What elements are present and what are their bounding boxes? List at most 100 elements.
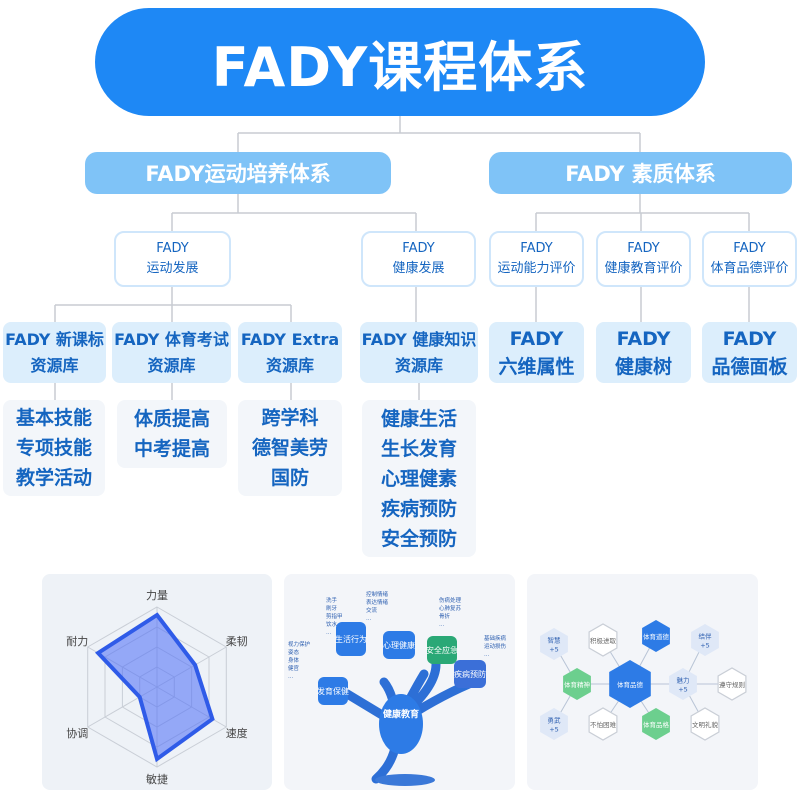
moral-eval-line1: FADY [733, 241, 766, 256]
tree-note: 骨折 [439, 612, 451, 620]
health-tree-graphic: 健康教育 生活行为 心理健康 安全应急 疾病预防 发育保健 洗手 刷牙 剪指甲 … [288, 590, 507, 786]
health-knowledge-line1: FADY 健康知识 [361, 329, 477, 349]
moral-hex-label: 不怕困难 [590, 720, 617, 729]
moral-hex [563, 668, 591, 700]
moral-hex-label: 积极进取 [590, 636, 617, 645]
moral-hex [642, 708, 670, 740]
page-title: FADY课程体系 [95, 8, 705, 116]
moral-board-line2: 品德面板 [711, 355, 788, 378]
tree-node-label: 安全应急 [426, 645, 458, 655]
radar-labels: 力量 柔韧 速度 敏捷 协调 耐力 [66, 589, 247, 786]
quality-system-pill: FADY 素质体系 [489, 152, 792, 194]
moral-board-line1: FADY [722, 327, 777, 350]
list-item: 德智美劳 [251, 437, 328, 459]
tree-note: 心肺复苏 [439, 604, 462, 612]
moral-eval-line2: 体育品德评价 [710, 261, 789, 276]
radar-axis-label: 力量 [146, 589, 168, 602]
health-tree-line1: FADY [616, 327, 671, 350]
sport-dev-line1: FADY [156, 241, 189, 256]
moral-hex-label: 魅力 [677, 676, 690, 685]
moral-hex-label: +5 [678, 686, 688, 694]
moral-hex [642, 620, 670, 652]
new-standard-line2: 资源库 [30, 355, 79, 375]
moral-hex [588, 707, 618, 741]
list-item: 疾病预防 [380, 497, 457, 520]
moral-hex-label: 结伴 [699, 632, 713, 641]
tree-node-label: 生活行为 [335, 634, 367, 644]
pe-exam-line2: 资源库 [147, 355, 196, 375]
moral-hex [609, 660, 651, 708]
health-dev-line2: 健康发展 [392, 261, 445, 276]
tree-trunk [379, 694, 423, 754]
moral-hex-label: 智慧 [548, 636, 562, 645]
ability-eval-line1: FADY [520, 241, 553, 256]
tree-note: 饮水 [326, 620, 338, 628]
radar-panel: 力量 柔韧 速度 敏捷 协调 耐力 [42, 574, 272, 790]
moral-hex [588, 623, 618, 657]
sport-dev-node: FADY 运动发展 [114, 231, 231, 287]
health-knowledge-line2: 资源库 [394, 355, 443, 375]
moral-hex-label: 遵守规则 [719, 680, 745, 689]
pe-exam-line1: FADY 体育考试 [114, 329, 229, 349]
tree-node [454, 660, 486, 688]
tree-node [383, 631, 415, 659]
tree-note: ... [484, 652, 489, 658]
moral-board-resource: FADY 品德面板 [702, 322, 797, 383]
six-dim-resource: FADY 六维属性 [489, 322, 584, 383]
tree-note: 身体 [288, 656, 300, 664]
moral-hex-label: +5 [549, 646, 559, 654]
tree-note: ... [288, 674, 293, 680]
list-item: 专项技能 [15, 437, 92, 459]
list-item: 生长发育 [380, 437, 457, 460]
moral-hexes: 智慧+5积极进取体育道德结伴+5体育精神体育品德魅力+5遵守规则勇武+5不怕困难… [540, 620, 747, 741]
tree-node-label: 心理健康 [383, 640, 415, 650]
tree-note: 基础疾病 [484, 634, 507, 642]
list-item: 跨学科 [261, 407, 319, 429]
tree-note: ... [366, 616, 371, 622]
tree-note: 刷牙 [326, 604, 338, 612]
list-item: 基本技能 [15, 407, 92, 429]
radar-axis-label: 速度 [226, 726, 248, 740]
six-dim-line1: FADY [509, 327, 564, 350]
radar-axis-label: 柔韧 [226, 635, 248, 648]
new-standard-items: 基本技能 专项技能 教学活动 [3, 400, 105, 496]
tree-note: 剪指甲 [326, 612, 343, 620]
moral-hex [690, 707, 720, 741]
moral-hex-label: 体育精神 [564, 680, 590, 689]
tree-note: 姿态 [288, 648, 300, 656]
tree-node [336, 622, 366, 656]
health-knowledge-items: 健康生活 生长发育 心理健素 疾病预防 安全预防 [362, 400, 476, 557]
pe-exam-resource: FADY 体育考试 资源库 [112, 322, 231, 383]
tree-note: 健官 [288, 664, 300, 672]
moral-hex-label: 勇武 [548, 716, 562, 725]
list-item: 国防 [270, 467, 309, 489]
health-knowledge-resource: FADY 健康知识 资源库 [360, 322, 478, 383]
tree-note: 视力保护 [288, 640, 311, 648]
list-item: 体质提高 [133, 408, 210, 430]
moral-hex-label: 体育道德 [643, 632, 670, 641]
new-standard-resource: FADY 新课标 资源库 [3, 322, 106, 383]
radar-shape [94, 612, 215, 763]
health-tree-line2: 健康树 [614, 355, 672, 378]
moral-hex [717, 667, 747, 701]
extra-line1: FADY Extra [240, 329, 340, 349]
sport-dev-line2: 运动发展 [146, 261, 199, 276]
radar-axis-label: 敏捷 [146, 772, 168, 786]
radar-chart: 力量 柔韧 速度 敏捷 协调 耐力 [66, 589, 247, 786]
moral-hex [540, 708, 568, 740]
tree-trunk-label: 健康教育 [383, 708, 419, 720]
moral-hex [540, 628, 568, 660]
new-standard-line1: FADY 新课标 [5, 329, 104, 349]
moral-hex [691, 624, 719, 656]
tree-node [318, 677, 348, 705]
list-item: 教学活动 [15, 467, 92, 489]
list-item: 心理健素 [380, 467, 457, 490]
health-tree-panel: 健康教育 生活行为 心理健康 安全应急 疾病预防 发育保健 洗手 刷牙 剪指甲 … [284, 574, 515, 790]
tree-node-label: 发育保健 [317, 686, 349, 696]
moral-hex-label: 文明礼貌 [692, 720, 719, 729]
moral-eval-node: FADY 体育品德评价 [702, 231, 797, 287]
moral-hex-label: 体育品德 [617, 680, 644, 689]
moral-hex-label: +5 [700, 642, 710, 650]
